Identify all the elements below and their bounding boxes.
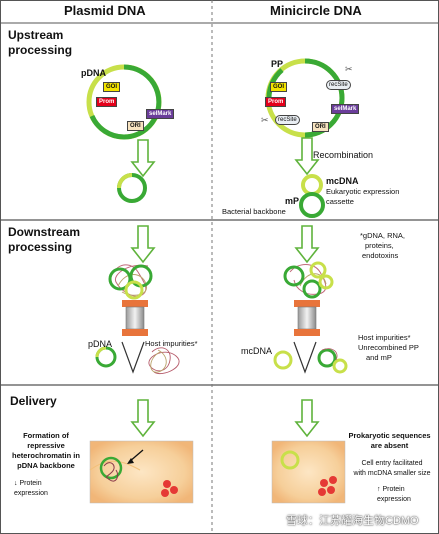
- recombination-label: Recombination: [313, 150, 374, 160]
- right-column: [294, 300, 320, 336]
- section-upstream-line1: Upstream: [8, 28, 64, 42]
- mcdna-ring: [301, 174, 323, 196]
- mp-backbone: Bacterial backbone: [222, 207, 286, 216]
- right-downstream-arrow: [295, 225, 319, 263]
- right-cell: [271, 440, 346, 504]
- left-expression-line2: expression: [14, 490, 48, 497]
- footnote-line1: *gDNA, RNA,: [360, 231, 406, 240]
- mp-title: mP: [285, 196, 300, 206]
- right-recsite-box-top: recSite: [326, 80, 351, 90]
- section-delivery: Delivery: [10, 394, 57, 408]
- right-lysate: [283, 261, 334, 299]
- right-impurities-line3: and mP: [366, 353, 392, 362]
- left-lysate: [108, 264, 153, 300]
- cell-entry-line1: Cell entry facilitated: [361, 460, 423, 467]
- left-pure-ring-accent: [95, 346, 107, 358]
- right-split-arrow: [293, 341, 317, 374]
- cell-entry-line2: with mcDNA smaller size: [353, 470, 431, 477]
- left-plasmid: [86, 64, 162, 140]
- svg-text:✂: ✂: [345, 64, 353, 74]
- right-expression-line1: ↑ Protein: [377, 486, 405, 493]
- right-pure-ring: [273, 350, 293, 370]
- right-pp-label: PP: [271, 59, 284, 69]
- formation-line1: Formation of: [23, 431, 69, 440]
- formation-line2: repressive: [27, 441, 65, 450]
- prokaryotic-line2: are absent: [370, 441, 409, 450]
- left-impurity-tangle: [148, 347, 180, 374]
- formation-line4: pDNA backbone: [17, 461, 75, 470]
- right-purified-label: mcDNA: [241, 346, 272, 356]
- left-goi-box: GOI: [103, 82, 121, 92]
- header-plasmid-dna: Plasmid DNA: [64, 3, 146, 18]
- watermark: 雪球：江苏耀海生物CDMO: [286, 515, 419, 527]
- left-delivery-arrow: [131, 399, 155, 437]
- right-impurities-line1: Host impurities*: [358, 333, 411, 342]
- left-pdna-label: pDNA: [81, 68, 106, 78]
- left-impurities-label: Host impurities*: [145, 339, 198, 348]
- right-recsite-box-bottom: recSite: [275, 115, 300, 125]
- left-pdna-ring-accent: [117, 173, 133, 189]
- left-downstream-arrow: [131, 225, 155, 263]
- left-expression-line1: ↓ Protein: [14, 480, 42, 487]
- right-goi-box: GOI: [270, 82, 288, 92]
- mcdna-desc-line1: Eukaryotic expression: [326, 187, 400, 196]
- section-upstream-line2: processing: [8, 43, 73, 57]
- right-selmark-box: selMark: [331, 104, 360, 114]
- left-split-arrow: [121, 341, 145, 374]
- left-selmark-box: selMark: [146, 109, 175, 119]
- right-prom-box: Prom: [265, 97, 287, 107]
- svg-text:✂: ✂: [261, 115, 269, 125]
- right-impurities-line2: Unrecombined PP: [358, 343, 419, 352]
- right-expression-line2: expression: [377, 496, 411, 503]
- right-ori-box: ORI: [312, 122, 329, 132]
- left-prom-box: Prom: [96, 97, 118, 107]
- section-downstream-line1: Downstream: [8, 225, 81, 239]
- left-cell: [89, 440, 194, 504]
- left-purified-label: pDNA: [88, 339, 113, 349]
- header-minicircle-dna: Minicircle DNA: [270, 3, 362, 18]
- mcdna-desc-line2: cassette: [326, 197, 354, 206]
- left-ori-box: ORI: [127, 121, 144, 131]
- mp-ring: [299, 192, 325, 218]
- left-column: [122, 300, 148, 336]
- footnote-line3: endotoxins: [362, 251, 399, 260]
- prokaryotic-line1: Prokaryotic sequences: [348, 431, 431, 440]
- formation-line3: heterochromatin in: [12, 451, 80, 460]
- footnote-line2: proteins,: [365, 241, 394, 250]
- section-downstream-line2: processing: [8, 240, 73, 254]
- mcdna-title: mcDNA: [326, 176, 359, 186]
- left-upstream-arrow: [131, 139, 155, 177]
- right-impurity-group: [317, 348, 348, 374]
- right-delivery-arrow: [295, 399, 319, 437]
